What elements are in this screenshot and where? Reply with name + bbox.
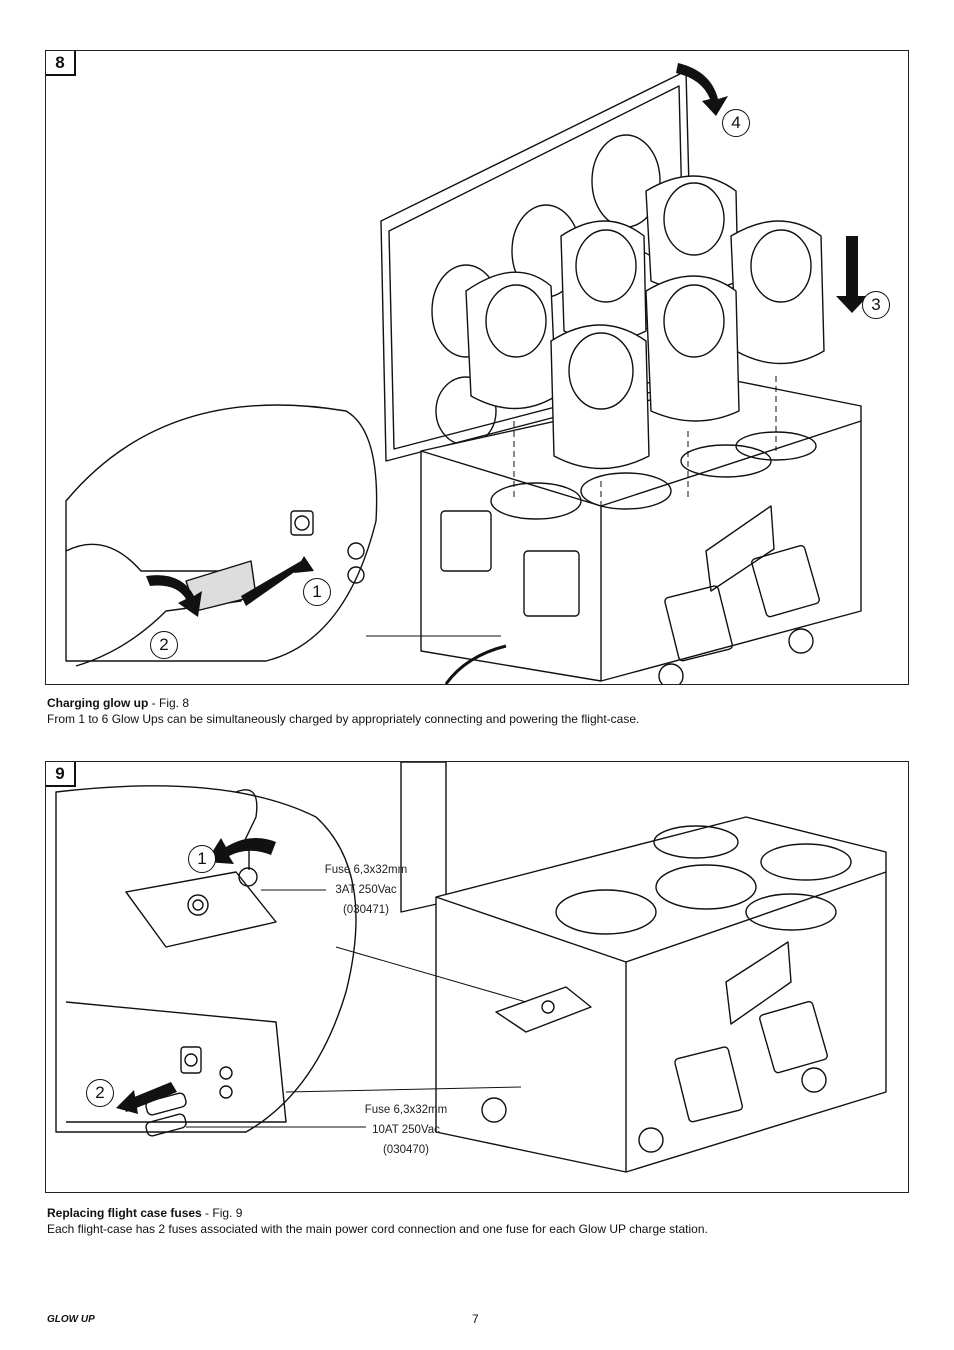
close-lid-arrow <box>676 63 728 116</box>
figure-8-caption-ref: - Fig. 8 <box>148 696 190 710</box>
fuse-bottom-size: Fuse 6,3x32mm <box>364 1104 448 1116</box>
figure-8-caption-text: From 1 to 6 Glow Ups can be simultaneous… <box>47 712 640 726</box>
step-label-1: 1 <box>188 845 216 873</box>
fuse-label-bottom: Fuse 6,3x32mm 10AT 250Vac (030470) <box>356 1100 456 1160</box>
flight-case-body <box>435 816 887 1173</box>
step-label-1: 1 <box>303 578 331 606</box>
unscrew-arrow <box>206 838 276 864</box>
figure-9: 9 1 2 Fuse 6,3x32mm 3AT 250Vac (030471) … <box>45 761 909 1193</box>
figure-9-caption-text: Each flight-case has 2 fuses associated … <box>47 1222 708 1236</box>
lower-arrow <box>836 236 868 313</box>
figure-9-caption: Replacing flight case fuses - Fig. 9 Eac… <box>47 1205 708 1237</box>
fuse-top-code: (030471) <box>342 904 390 916</box>
figure-8: 8 1 2 3 4 <box>45 50 909 685</box>
figure-9-caption-title: Replacing flight case fuses <box>47 1206 202 1220</box>
twist-arrow <box>146 575 202 617</box>
figure-9-illustration <box>55 762 887 1173</box>
fuse-detail-view <box>55 785 357 1133</box>
connector-detail-view <box>65 404 378 662</box>
figure-9-number: 9 <box>46 762 76 787</box>
glow-up-units <box>465 175 825 470</box>
insert-arrow <box>241 561 301 606</box>
figure-9-caption-ref: - Fig. 9 <box>201 1206 243 1220</box>
footer-brand: GLOW UP <box>47 1314 95 1325</box>
step-label-3: 3 <box>862 291 890 319</box>
fuse-top-rating: 3AT 250Vac <box>335 884 397 896</box>
figure-8-caption: Charging glow up - Fig. 8 From 1 to 6 Gl… <box>47 695 639 727</box>
fuse-top-size: Fuse 6,3x32mm <box>324 864 408 876</box>
step-label-4: 4 <box>722 109 750 137</box>
step-label-2: 2 <box>150 631 178 659</box>
figure-8-caption-title: Charging glow up <box>47 696 149 710</box>
fuse-bottom-code: (030470) <box>382 1144 430 1156</box>
figure-8-number: 8 <box>46 51 76 76</box>
fuse-label-top: Fuse 6,3x32mm 3AT 250Vac (030471) <box>318 860 414 920</box>
fuse-bottom-rating: 10AT 250Vac <box>372 1124 440 1136</box>
page-number: 7 <box>472 1312 479 1326</box>
figure-8-illustration <box>65 63 868 684</box>
step-label-2: 2 <box>86 1079 114 1107</box>
